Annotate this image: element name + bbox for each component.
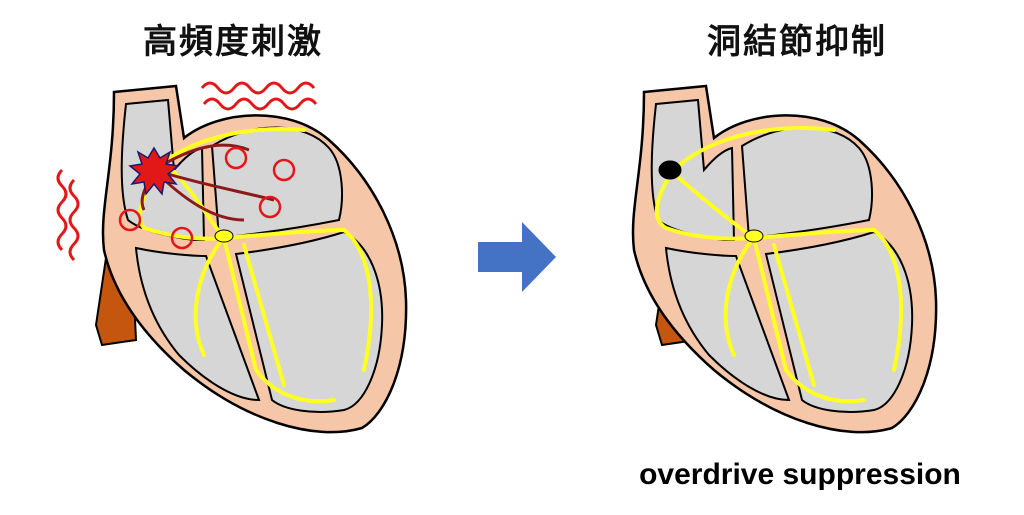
- starburst-icon: [128, 146, 180, 196]
- sa-node-suppressed: [658, 160, 682, 180]
- wavy-line-icon: [56, 81, 318, 262]
- right-arrow-icon: [478, 222, 556, 292]
- right-panel-title: 洞結節抑制: [707, 22, 887, 62]
- av-node: [214, 229, 234, 243]
- left-ventricle: [234, 230, 384, 413]
- heart-diagram-suppressed: [631, 84, 938, 434]
- left-panel-title: 高頻度刺激: [143, 22, 323, 62]
- overdrive-suppression-caption: overdrive suppression: [639, 458, 961, 491]
- left-atrium: [210, 126, 343, 240]
- av-node: [744, 229, 764, 243]
- left-ventricle: [764, 230, 914, 413]
- heart-diagram-stimulated: [56, 81, 408, 434]
- circular-arrow-icon: [118, 146, 296, 250]
- left-atrium: [740, 126, 873, 240]
- conduction-system: [654, 126, 904, 404]
